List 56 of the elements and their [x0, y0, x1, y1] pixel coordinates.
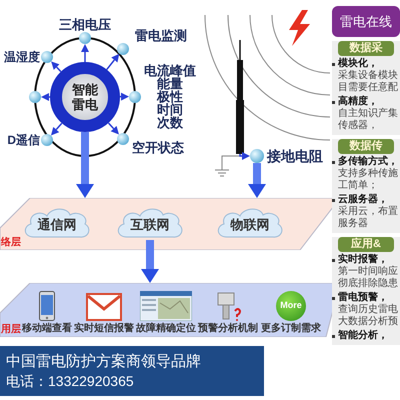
section-header: 应用& — [338, 237, 394, 252]
arrow — [108, 122, 119, 135]
bullet-heading: 实时报警， — [338, 254, 388, 266]
layer-label: 络层 — [1, 237, 21, 248]
feature-panel — [332, 139, 400, 233]
section-header: 数据传 — [338, 139, 394, 154]
bullet-heading: 高精度， — [338, 96, 378, 108]
title-banner: 雷电在线 — [332, 6, 400, 37]
arrow — [248, 163, 266, 198]
cloud-label: 通信网 — [38, 218, 76, 232]
arrow — [81, 44, 89, 62]
slogan-text: 中国雷电防护方案商领导品牌 — [6, 352, 202, 370]
layer-label: 用层 — [1, 324, 21, 335]
sensor-label: 极性 — [157, 90, 183, 103]
section-header: 数据采 — [338, 41, 394, 56]
sensor-label: 空开状态 — [132, 141, 184, 155]
sensor-label: 能量 — [157, 77, 183, 90]
app-caption: 预警分析机制 — [198, 323, 258, 335]
arrow — [50, 122, 62, 136]
cloud-label: 互联网 — [130, 218, 170, 232]
bullet-heading: 智能分析， — [338, 330, 388, 342]
bullet-text: 采集设备模块目需要任意配 — [337, 70, 399, 94]
bullet-heading: 模块化， — [338, 58, 378, 70]
sensor-label: 三相电压 — [59, 18, 111, 32]
app-caption: 更多订制需求 — [261, 323, 321, 335]
core-label: 智能雷电 — [71, 82, 99, 112]
arrow — [120, 92, 129, 101]
sensor-label: D遥信 — [7, 133, 40, 147]
bullet-text: 自主知识产集传感器， — [337, 108, 399, 132]
bullet-heading: 多传输方式， — [338, 156, 398, 168]
app-caption: 移动端查看 — [22, 323, 72, 335]
sensor-label: 接地电阻 — [267, 149, 323, 163]
sensor-label: 时间 — [157, 103, 183, 116]
bullet-heading: 雷电预警， — [338, 292, 388, 304]
feature-panel — [332, 237, 400, 345]
feature-panel — [332, 41, 400, 135]
sensor-label: 次数 — [157, 116, 183, 129]
bullet-text: 查询历史雷电大数据分析预 — [337, 304, 399, 328]
arrow — [141, 240, 159, 283]
arrow — [239, 152, 250, 160]
bullet-text: 支持多种传施工简单； — [337, 168, 399, 192]
app-caption: 故障精确定位 — [136, 323, 196, 335]
arrow — [41, 93, 50, 101]
sensor-label: 温湿度 — [4, 50, 40, 64]
phone-text: 电话：13322920365 — [6, 372, 135, 390]
bullet-text: 采用云，布置服务器 — [337, 206, 399, 230]
bullet-heading: 云服务器， — [338, 194, 388, 206]
sensor-label: 雷电监测 — [135, 29, 187, 43]
sensor-label: 电流峰值 — [144, 64, 196, 77]
bullet-text: 第一时间响应彻底排除隐患 — [337, 266, 399, 290]
arrow — [76, 132, 94, 198]
app-caption: 实时短信报警 — [74, 323, 134, 335]
arrow — [106, 54, 120, 70]
arrow — [51, 61, 62, 72]
cloud-label: 物联网 — [230, 218, 270, 232]
center-ring — [50, 62, 120, 132]
